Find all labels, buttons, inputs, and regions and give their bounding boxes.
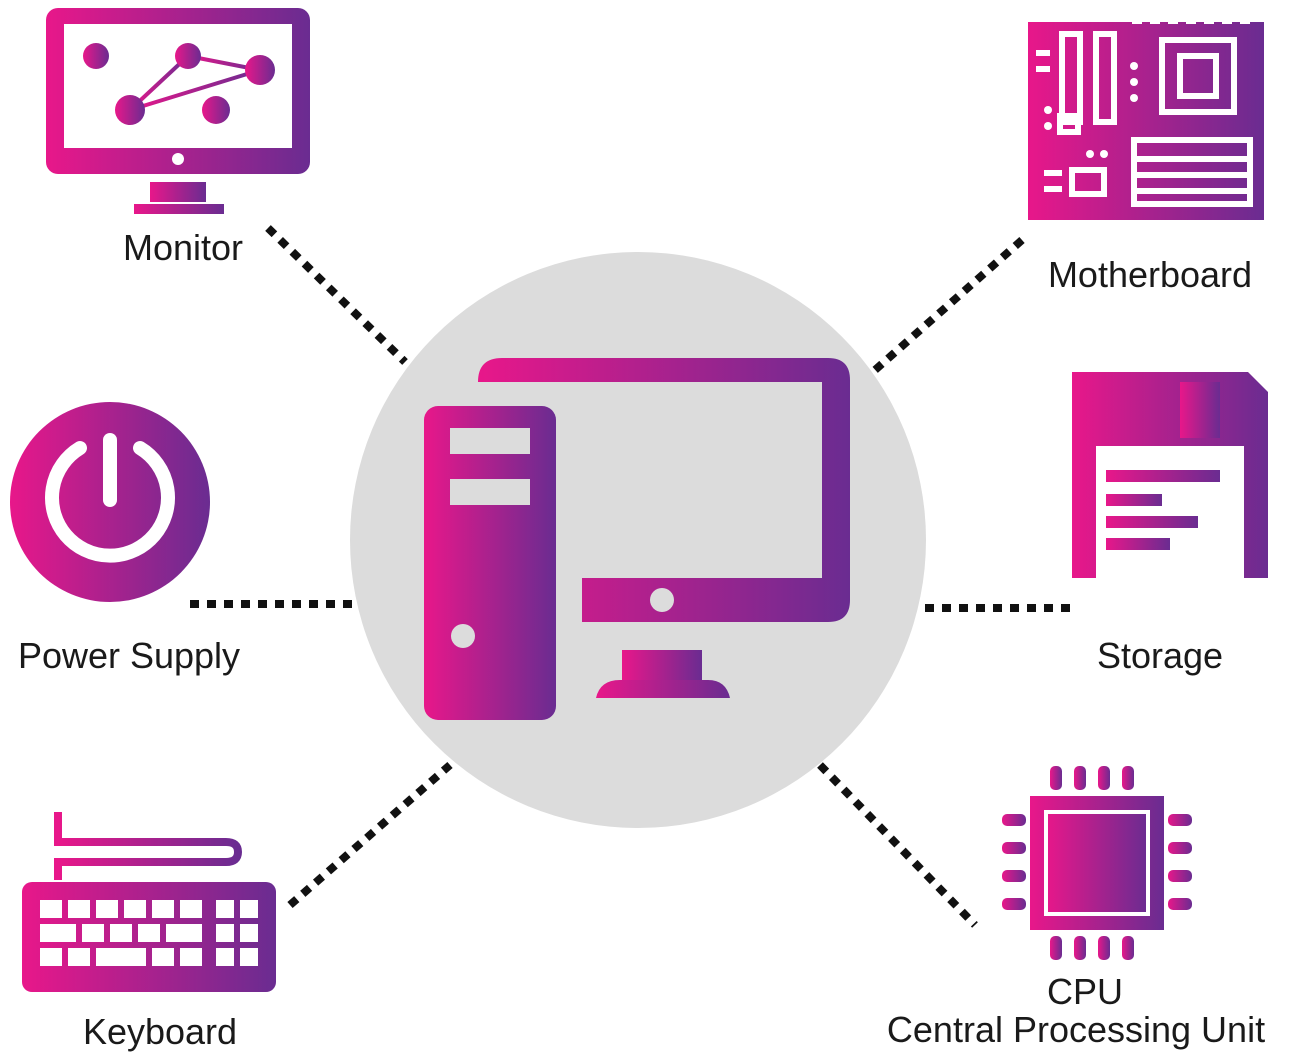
connector-monitor xyxy=(265,225,408,365)
connector-cpu xyxy=(817,762,978,928)
keyboard-icon xyxy=(22,812,276,992)
motherboard-label: Motherboard xyxy=(1047,254,1253,295)
motherboard-icon xyxy=(1028,14,1264,220)
power-icon xyxy=(10,402,210,602)
cpu-chip-icon xyxy=(1002,766,1192,960)
connector-keyboard xyxy=(287,761,453,909)
floppy-disk-icon xyxy=(1072,372,1268,578)
monitor-icon xyxy=(46,8,310,214)
connectors xyxy=(190,225,1070,928)
monitor-label: Monitor xyxy=(122,227,244,268)
cpu-label: CPU xyxy=(1046,971,1123,1012)
hub xyxy=(350,252,926,828)
power-supply-label: Power Supply xyxy=(17,635,241,676)
connector-motherboard xyxy=(872,237,1025,373)
desktop-computer-icon xyxy=(424,358,850,720)
storage-label: Storage xyxy=(1096,635,1224,676)
cpu-sublabel: Central Processing Unit xyxy=(886,1009,1266,1050)
keyboard-label: Keyboard xyxy=(82,1011,238,1052)
